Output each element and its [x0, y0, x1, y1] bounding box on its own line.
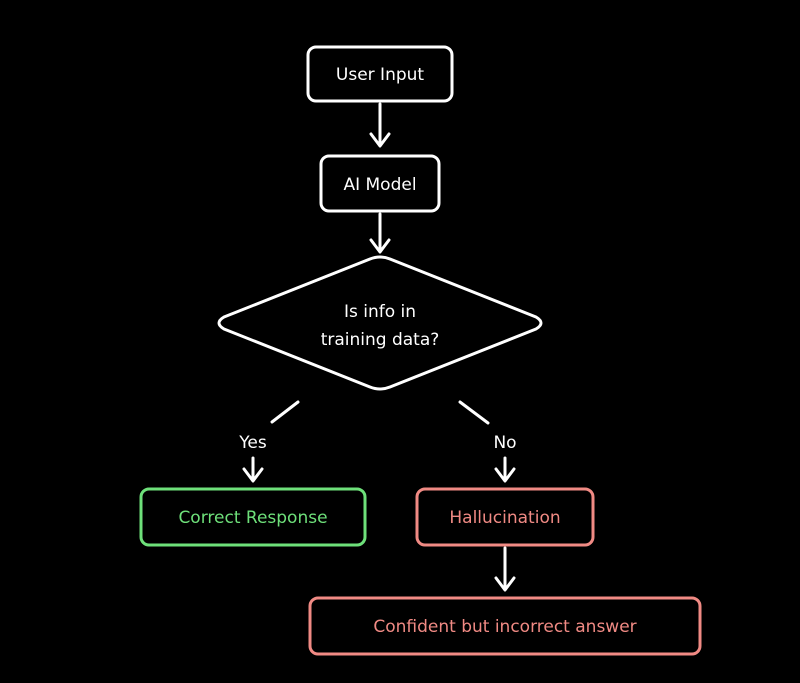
correct-response-node: Correct Response [139, 487, 367, 547]
arrowhead-input-to-model [369, 132, 391, 148]
user-input-label: User Input [336, 65, 425, 85]
edge-no-label: No [493, 433, 516, 453]
edge-yes-label: Yes [238, 433, 267, 453]
hallucination-label: Hallucination [449, 508, 560, 528]
arrowhead-hallucination-to-answer [494, 576, 516, 592]
ai-model-label: AI Model [343, 175, 416, 195]
confident-answer-node: Confident but incorrect answer [308, 596, 702, 656]
user-input-node: User Input [306, 45, 454, 103]
arrowhead-model-to-decision [369, 238, 391, 254]
arrowhead-no [494, 467, 516, 483]
edge-yes-upper [270, 400, 300, 424]
correct-response-label: Correct Response [178, 508, 327, 528]
arrowhead-yes [242, 467, 264, 483]
decision-label-line2: training data? [321, 330, 440, 350]
edge-no-upper [458, 400, 490, 425]
hallucination-node: Hallucination [415, 487, 595, 547]
ai-model-node: AI Model [319, 154, 441, 213]
confident-answer-label: Confident but incorrect answer [373, 617, 636, 637]
decision-label-line1: Is info in [344, 302, 416, 322]
decision-node: Is info in training data? [217, 255, 543, 391]
